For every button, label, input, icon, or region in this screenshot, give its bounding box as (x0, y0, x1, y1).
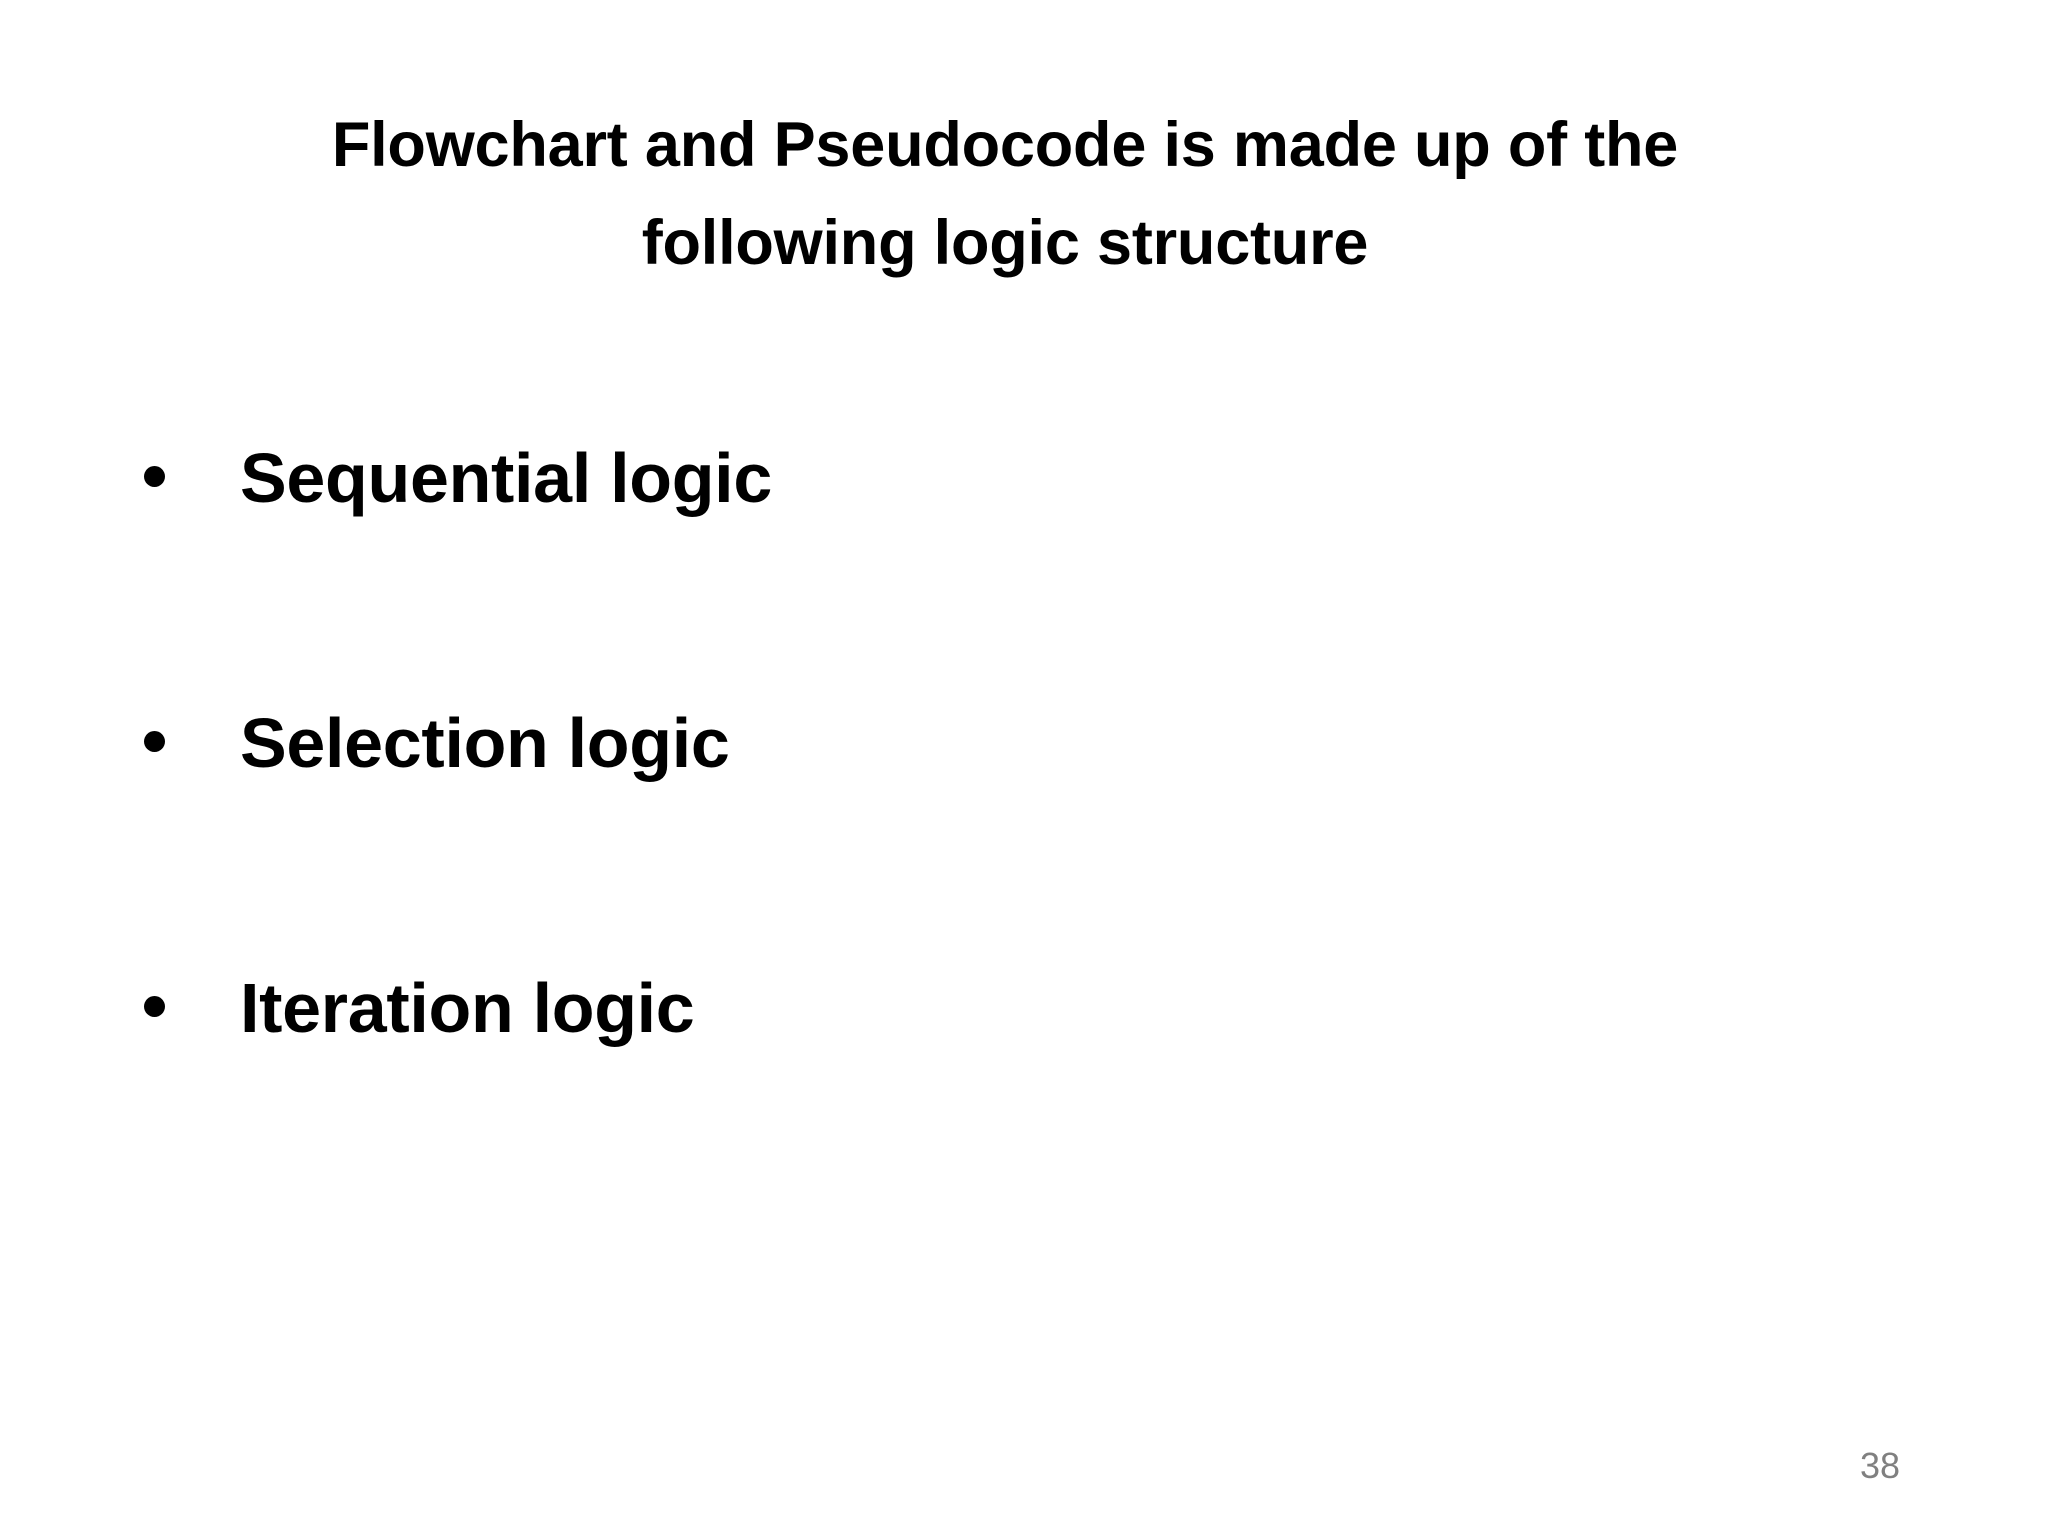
slide-title-line-1: Flowchart and Pseudocode is made up of t… (331, 110, 1679, 180)
page-number: 38 (1860, 1445, 1901, 1486)
list-item-label: Sequential logic (240, 439, 772, 517)
list-item-label: Iteration logic (240, 969, 695, 1047)
slide-title: Flowchart and Pseudocode is made up of t… (140, 96, 1870, 292)
bullet-dot-icon (144, 996, 165, 1017)
list-item-sequential-logic: Sequential logic (0, 430, 1900, 695)
list-item-iteration-logic: Iteration logic (0, 960, 1900, 1225)
slide-title-line-2: following logic structure (641, 208, 1369, 278)
list-item-selection-logic: Selection logic (0, 695, 1900, 960)
list-item-label: Selection logic (240, 704, 730, 782)
logic-structure-list: Sequential logic Selection logic Iterati… (0, 430, 1900, 1225)
bullet-dot-icon (144, 731, 165, 752)
bullet-dot-icon (144, 466, 165, 487)
